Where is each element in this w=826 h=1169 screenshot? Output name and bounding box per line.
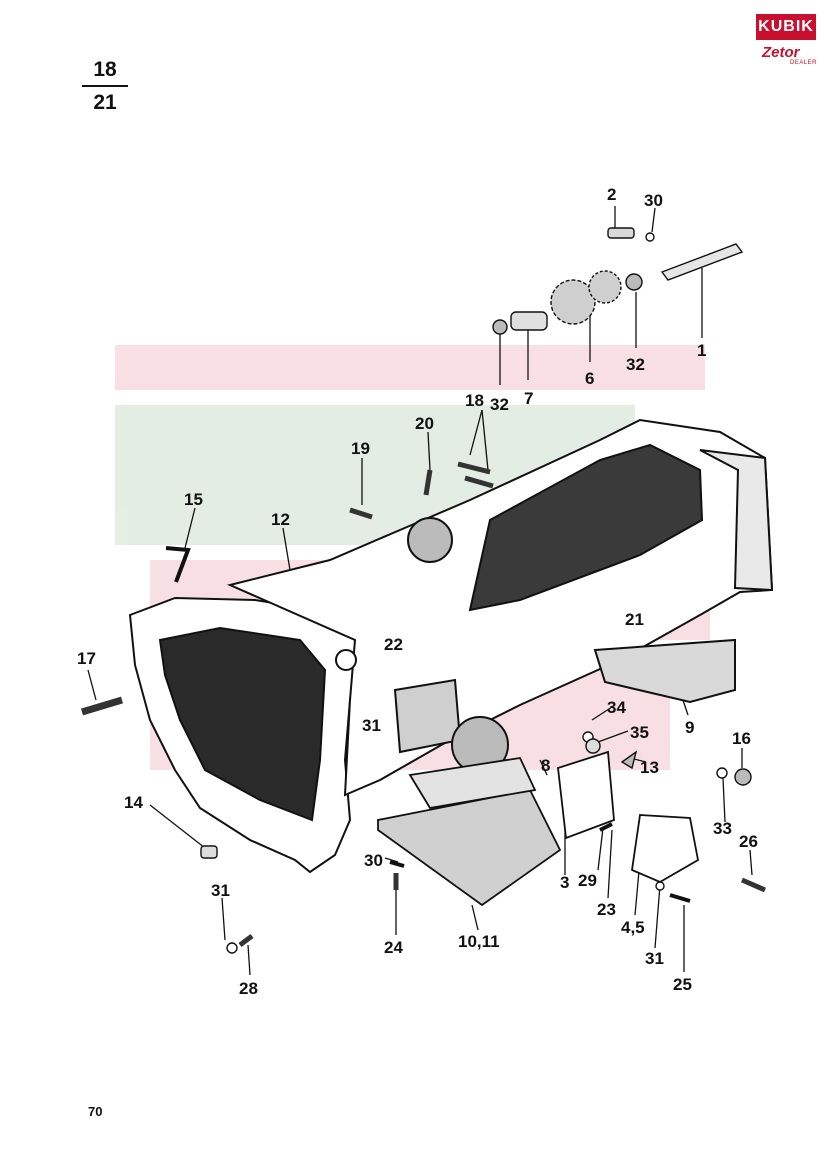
dealer-logo: KUBIK Zetor DEALER [756,14,818,74]
callout-22: 22 [384,635,403,654]
callout-20: 20 [415,414,434,433]
stud-part-19 [349,507,373,520]
callout-33: 33 [713,819,732,838]
callout-31-right: 31 [645,949,664,968]
callout-9: 9 [685,718,694,737]
gear-small-part-6 [588,270,622,304]
plug-part-13 [620,750,638,770]
dowel-part-14 [200,845,218,859]
callout-7: 7 [524,389,533,408]
callout-19: 19 [351,439,370,458]
boss-hole [335,649,357,671]
callout-28: 28 [239,979,258,998]
logo-tag: DEALER [790,60,818,66]
bolt-part-26 [741,877,766,893]
callout-21: 21 [625,610,644,629]
cover-plate-10-11 [377,788,562,907]
callout-30-top: 30 [644,191,663,210]
callout-6: 6 [585,369,594,388]
callout-26: 26 [739,832,758,851]
callout-13: 13 [640,758,659,777]
callout-1: 1 [697,341,706,360]
callout-10-11: 10,11 [458,932,500,951]
callout-16: 16 [732,729,751,748]
logo-sub: Zetor [762,44,800,61]
callout-29: 29 [578,871,597,890]
gear-large-part-6 [550,279,596,325]
callout-17: 17 [77,649,96,668]
callout-14: 14 [124,793,143,812]
callout-35: 35 [630,723,649,742]
side-port [393,678,462,754]
round-cover-part-4-5 [631,814,700,884]
pin-part-15 [165,546,191,583]
gasket-part-9 [593,638,736,704]
fraction-bottom: 21 [93,91,117,114]
bell-housing-cavity [158,626,327,822]
logo-brand: KUBIK [758,18,814,35]
stud-part-18b [464,475,494,489]
callout-31-left: 31 [211,881,230,900]
stud-part-18a [457,461,491,475]
plug-part-16 [734,768,752,786]
bolt-part-25 [669,893,691,903]
washer-part-33 [716,767,728,779]
washer-part-31-right [655,881,665,891]
shaft-part-1 [660,243,744,281]
rear-flange [699,449,774,592]
callout-3: 3 [560,873,569,892]
callout-31-mid: 31 [362,716,381,735]
bushing-part-7 [510,311,548,331]
nut-part-32-left [492,319,508,335]
callout-32-right: 32 [626,355,645,374]
bolt-part-2 [607,227,635,239]
callout-32-left: 32 [490,395,509,414]
fraction-line [82,85,128,87]
callout-25: 25 [673,975,692,994]
page-number: 70 [88,1104,103,1119]
washer-part-35 [585,738,601,754]
callout-12: 12 [271,510,290,529]
stud-part-20 [423,469,433,496]
callout-34: 34 [607,698,626,717]
callout-18: 18 [465,391,484,410]
washer-part-30-top [645,232,655,242]
callout-8: 8 [541,756,550,775]
callout-15: 15 [184,490,203,509]
fraction-top: 18 [93,58,117,81]
top-bore [407,517,453,563]
stud-part-17 [80,696,124,716]
gasket-plate [408,757,537,809]
callout-labels: 2 30 1 32 7 6 32 18 20 19 15 12 21 17 22… [77,185,758,998]
callout-24: 24 [384,938,403,957]
cover-part-8 [557,750,615,840]
gearbox-top-opening [468,443,704,612]
section-fraction: 18 21 [82,58,128,115]
callout-30-bottom: 30 [364,851,383,870]
callout-4-5: 4,5 [621,918,645,937]
cover-plates [377,750,700,907]
nut-part-32-right [625,273,643,291]
washer-part-31-left [226,942,238,954]
bolt-part-29 [599,822,613,832]
callout-2: 2 [607,185,616,204]
logo-banner: KUBIK [756,14,816,40]
washer-part-30-bottom [389,860,405,868]
callout-23: 23 [597,900,616,919]
bolt-part-28 [238,934,254,947]
